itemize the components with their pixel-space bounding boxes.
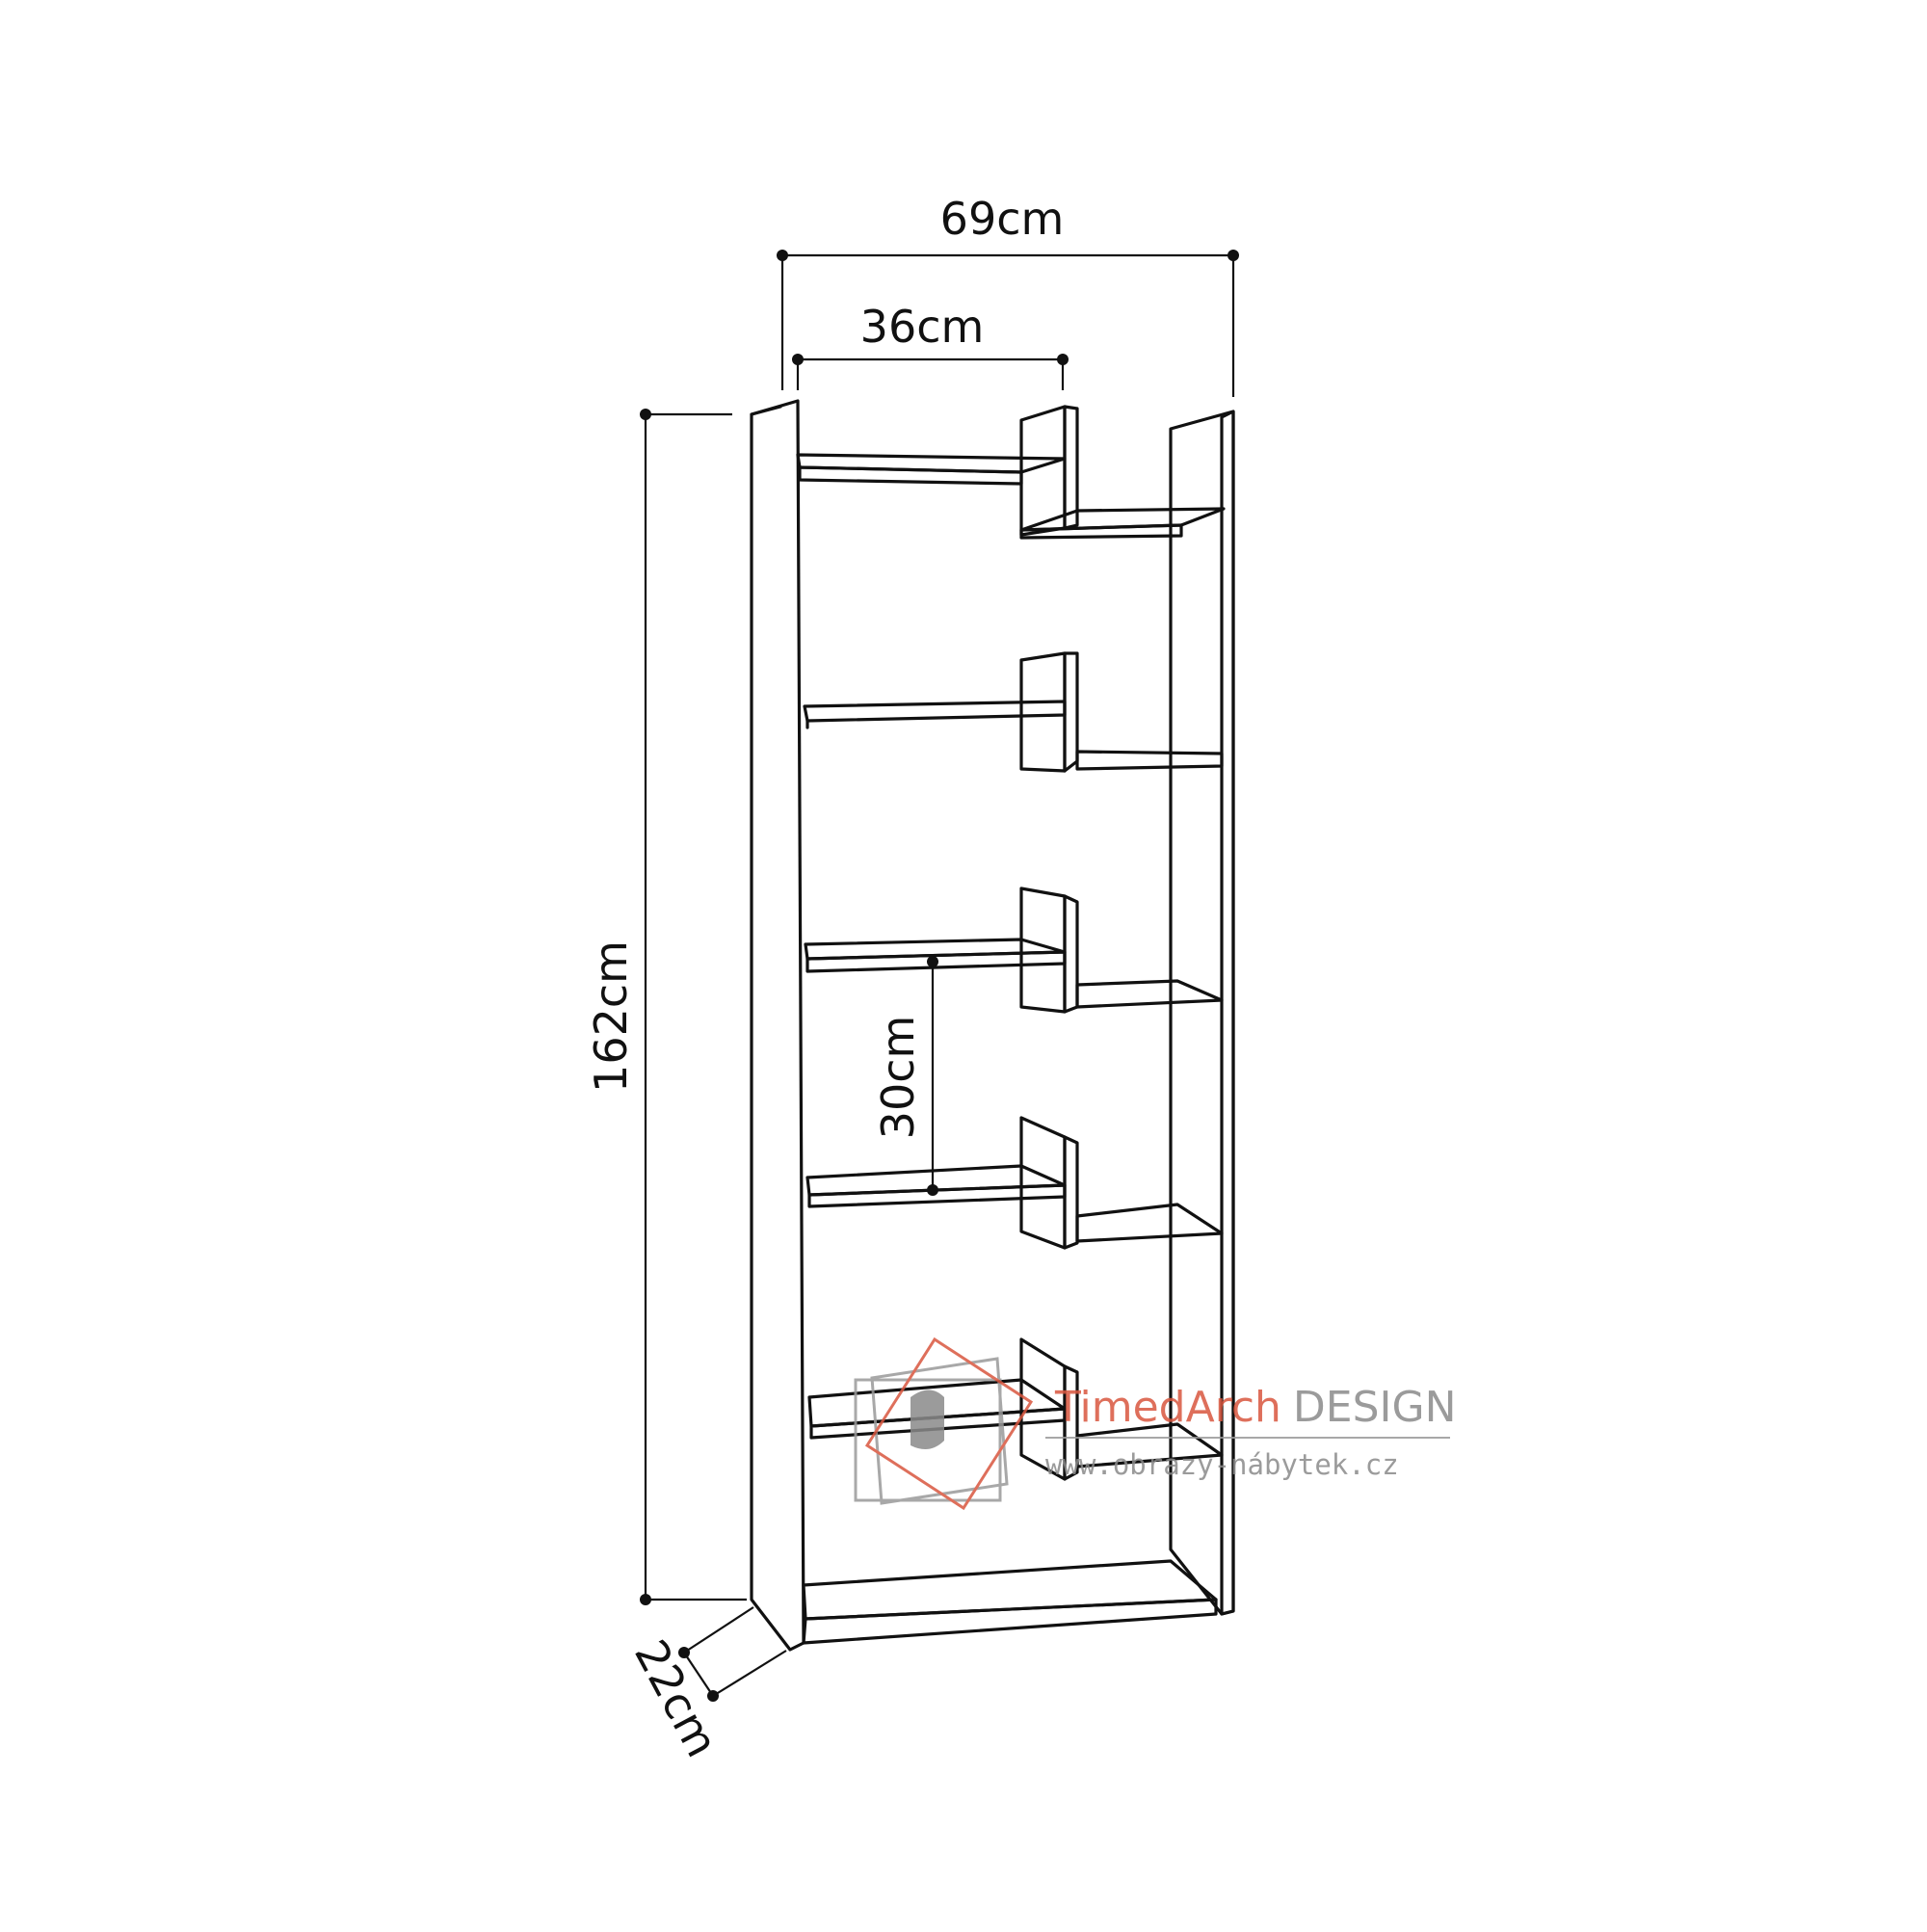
dimension-endpoints — [640, 250, 1239, 1702]
label-shelf-spacing: 30cm — [872, 1016, 924, 1140]
bottom-plinth — [802, 1559, 1218, 1645]
label-total-width: 69cm — [940, 193, 1065, 245]
dimension-line-height — [644, 412, 747, 1601]
right-side-panel — [1169, 410, 1235, 1616]
watermark-logo — [854, 1337, 1034, 1511]
watermark-brand-part1: TimedArch — [1054, 1383, 1281, 1432]
watermark-brand-part2: DESIGN — [1293, 1383, 1457, 1432]
shelf-left-1 — [796, 453, 1067, 486]
left-side-panel — [750, 399, 805, 1652]
center-divider-4 — [1019, 1116, 1224, 1250]
dimension-line-depth — [683, 1606, 787, 1697]
chair-icon — [911, 1389, 944, 1449]
label-height: 162cm — [585, 940, 637, 1093]
center-divider-3 — [1019, 887, 1224, 1014]
dimension-line-inner-width — [796, 357, 1065, 390]
shelf-left-2 — [803, 700, 1067, 729]
center-divider-2 — [1019, 651, 1224, 773]
label-inner-width: 36cm — [860, 301, 985, 353]
center-divider-1 — [1019, 405, 1226, 540]
watermark-url: www.obrazy-nábytek.cz — [1045, 1448, 1399, 1481]
dimension-line-total-width — [780, 253, 1235, 397]
